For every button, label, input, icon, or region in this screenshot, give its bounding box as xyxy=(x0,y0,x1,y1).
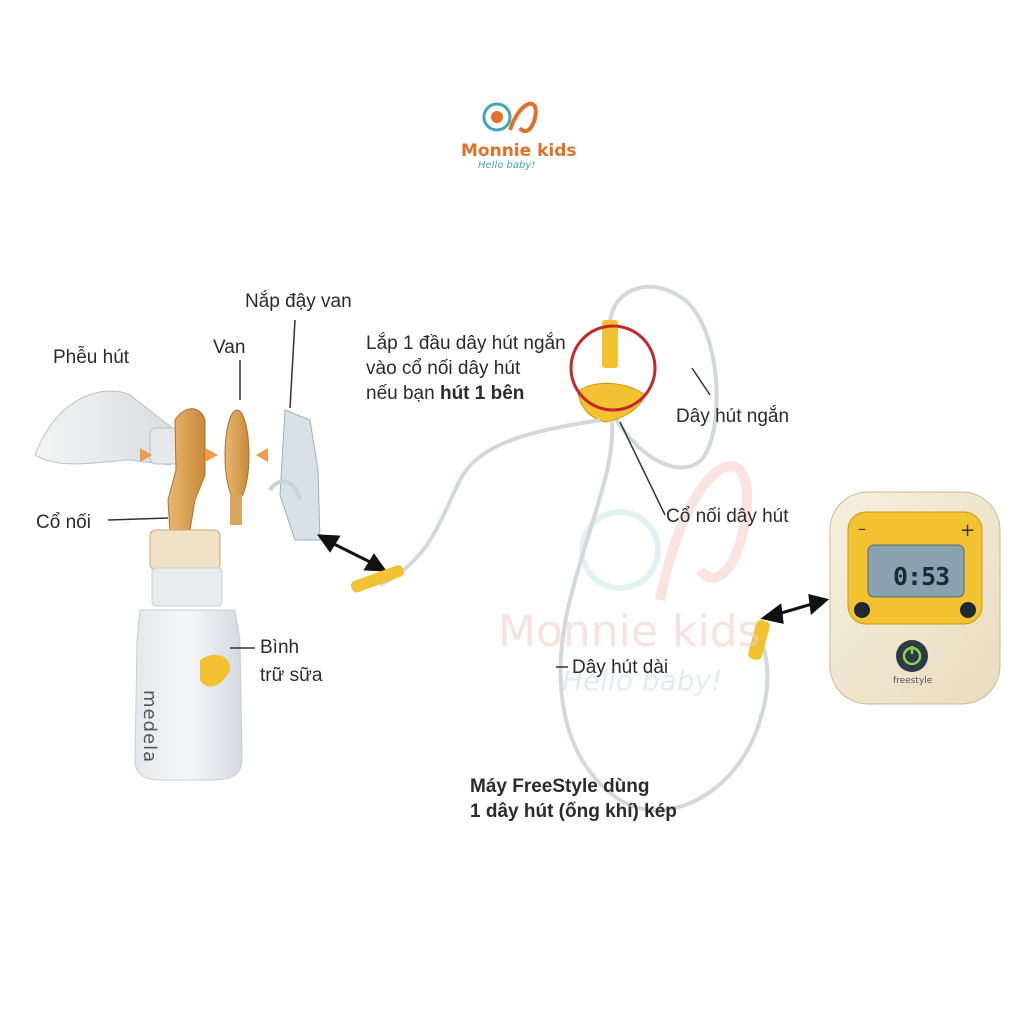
instruction-line3: nếu bạn hút 1 bên xyxy=(366,382,524,405)
label-valve: Van xyxy=(213,337,246,358)
label-connector: Cổ nối xyxy=(36,512,91,533)
short-tube xyxy=(603,284,719,470)
long-tube xyxy=(558,421,770,812)
instruction-line1: Lắp 1 đầu dây hút ngắn xyxy=(366,333,566,354)
logo-icon xyxy=(482,101,538,134)
breast-funnel xyxy=(34,390,189,466)
watermark-name: Monnie kids xyxy=(498,606,761,657)
label-short-tube: Dây hút ngắn xyxy=(676,406,790,427)
label-long-tube: Dây hút dài xyxy=(572,657,669,678)
plus-icon: + xyxy=(960,520,975,541)
device-display: 0:53 xyxy=(893,562,950,591)
bottle-brand: medela xyxy=(139,690,160,764)
label-valve-cap: Nắp đậy van xyxy=(245,291,352,312)
tube-tip-right xyxy=(748,619,770,661)
button-right xyxy=(960,602,976,618)
label-bottle-line1: Bình xyxy=(260,637,300,658)
button-left xyxy=(854,602,870,618)
valve-cap xyxy=(268,409,321,541)
note-line2: 1 dây hút (ống khí) kép xyxy=(470,801,677,822)
logo-name: Monnie kids xyxy=(461,141,577,161)
tube-connector xyxy=(577,320,646,423)
instruction-line2: vào cổ nối dây hút xyxy=(366,358,521,379)
label-tube-connector: Cổ nối dây hút xyxy=(666,506,789,527)
bottle xyxy=(134,567,243,781)
power-icon xyxy=(896,640,928,672)
connector-body xyxy=(149,408,221,571)
note-line1: Máy FreeStyle dùng xyxy=(470,776,650,797)
double-arrow-icon xyxy=(316,534,388,572)
label-funnel: Phễu hút xyxy=(53,347,130,368)
logo-tagline: Hello baby! xyxy=(478,160,536,171)
tube-to-pump xyxy=(379,418,601,587)
watermark-tagline: Hello baby! xyxy=(562,664,723,697)
device-double-arrow-icon xyxy=(760,594,830,624)
valve xyxy=(224,409,250,525)
pump-device: – + xyxy=(829,491,1001,705)
bottle-logo-icon xyxy=(200,654,230,687)
highlight-circle xyxy=(569,324,657,412)
watermark-logo xyxy=(579,461,753,601)
label-bottle-line2: trữ sữa xyxy=(260,665,323,686)
minus-icon: – xyxy=(858,519,866,538)
tube-tip-left xyxy=(350,565,404,593)
instruction-line3-bold: hút 1 bên xyxy=(439,383,525,404)
device-brand: freestyle xyxy=(893,676,933,686)
pointer-lines xyxy=(107,319,711,668)
instruction-line3-prefix: nếu bạn xyxy=(366,383,440,404)
